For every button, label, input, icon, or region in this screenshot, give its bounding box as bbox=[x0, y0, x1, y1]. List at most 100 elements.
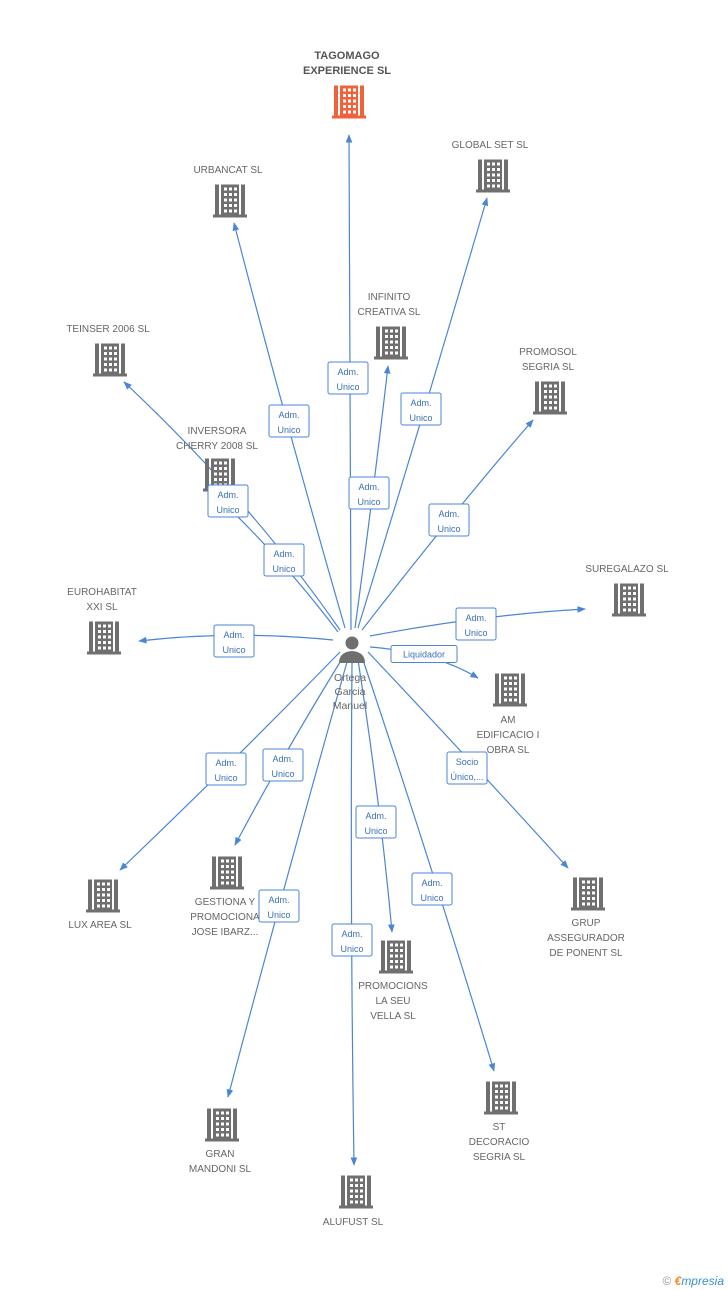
company-name-line: CREATIVA SL bbox=[358, 307, 421, 318]
edge-label-infinito[interactable]: Adm. Unico bbox=[348, 476, 390, 510]
edge-label-box bbox=[455, 607, 497, 641]
company-node-st[interactable]: ST DECORACIO SEGRIA SL bbox=[469, 1081, 530, 1164]
edge-label-text: Unico bbox=[272, 564, 295, 574]
company-name-line: GRUP bbox=[572, 918, 601, 929]
edge-label-text: Adm. bbox=[215, 758, 236, 768]
edge-label-text: Socio bbox=[456, 757, 479, 767]
company-name-line: SEGRIA SL bbox=[522, 362, 575, 373]
edge-label-box bbox=[348, 476, 390, 510]
edge-label-box bbox=[327, 361, 369, 395]
company-name-line: INFINITO bbox=[368, 292, 411, 303]
edge-label-box bbox=[390, 645, 458, 663]
copyright-symbol: © bbox=[662, 1274, 672, 1288]
edge-label-text: Unico bbox=[420, 893, 443, 903]
edge-label-luxarea[interactable]: Adm.Unico bbox=[205, 752, 247, 786]
edge-label-grup[interactable]: SocioÚnico,... bbox=[446, 751, 488, 785]
edge-label-text: Adm. bbox=[365, 811, 386, 821]
company-node-luxarea[interactable]: LUX AREA SL bbox=[68, 879, 132, 932]
company-name-line: GESTIONA Y bbox=[195, 897, 256, 908]
edge-label-globalset[interactable]: Adm.Unico bbox=[400, 392, 442, 426]
edge-label-text: Adm. bbox=[465, 613, 486, 623]
edge-label-text: Unico bbox=[340, 944, 363, 954]
company-node-suregalazo[interactable]: SUREGALAZO SL bbox=[585, 564, 669, 617]
edge-label-text: Unico bbox=[277, 425, 300, 435]
company-name-line: EXPERIENCE SL bbox=[303, 65, 391, 77]
company-node-teinser[interactable]: TEINSER 2006 SL bbox=[66, 324, 150, 377]
edge-label-box bbox=[400, 392, 442, 426]
edge-label-box bbox=[446, 751, 488, 785]
edge-label-text: Adm. bbox=[273, 549, 294, 559]
building-icon bbox=[533, 381, 567, 415]
edge-label-box bbox=[331, 923, 373, 957]
edge-label-box bbox=[262, 748, 304, 782]
edge-label-am[interactable]: Liquidador bbox=[390, 645, 458, 663]
company-name-line: LA SEU bbox=[375, 996, 410, 1007]
edge-label-gestiona[interactable]: Adm.Unico bbox=[262, 748, 304, 782]
company-node-promosol[interactable]: PROMOSOL SEGRIA SL bbox=[519, 347, 577, 415]
edge-alufust bbox=[350, 661, 358, 1166]
edge-label-urbancat[interactable]: Adm.Unico bbox=[268, 404, 310, 438]
edge-label-promocions[interactable]: Adm.Unico bbox=[355, 805, 397, 839]
building-icon bbox=[484, 1081, 518, 1115]
edge-label-alufust[interactable]: Adm.Unico bbox=[331, 923, 373, 957]
company-name-line: DECORACIO bbox=[469, 1137, 530, 1148]
edge-label-box bbox=[205, 752, 247, 786]
edge-label-text: Unico bbox=[216, 505, 239, 515]
company-name-line: ALUFUST SL bbox=[323, 1217, 384, 1228]
company-name-line: VELLA SL bbox=[370, 1011, 416, 1022]
company-node-gran[interactable]: GRAN MANDONI SL bbox=[189, 1108, 252, 1176]
company-node-urbancat[interactable]: URBANCAT SL bbox=[193, 165, 263, 218]
person-node[interactable]: Ortega Garcia Manuel bbox=[333, 636, 367, 713]
edge-label-text: Unico bbox=[437, 524, 460, 534]
company-name-line: TEINSER 2006 SL bbox=[66, 324, 150, 335]
building-icon bbox=[571, 877, 605, 911]
building-icon bbox=[93, 343, 127, 377]
company-name-line: LUX AREA SL bbox=[68, 920, 132, 931]
building-icon bbox=[612, 583, 646, 617]
building-icon bbox=[493, 673, 527, 707]
edge-label-st[interactable]: Adm. Unico bbox=[411, 872, 453, 906]
edge-label-teinser[interactable]: Adm.Unico bbox=[207, 484, 249, 518]
edges-layer bbox=[119, 134, 586, 1166]
edge-label-text: Adm. bbox=[223, 630, 244, 640]
company-name-line: CHERRY 2008 SL bbox=[176, 441, 258, 452]
edge-label-text: Adm. bbox=[272, 754, 293, 764]
edge-labels-layer: Adm.UnicoAdm.UnicoAdm.UnicoAdm.UnicoAdm.… bbox=[205, 361, 497, 957]
company-node-globalset[interactable]: GLOBAL SET SL bbox=[452, 140, 529, 193]
edge-gran bbox=[226, 661, 348, 1098]
edge-label-eurohabitat[interactable]: Adm.Unico bbox=[213, 624, 255, 658]
building-icon bbox=[205, 1108, 239, 1142]
company-name-line: SEGRIA SL bbox=[473, 1152, 526, 1163]
edge-label-text: Unico bbox=[357, 497, 380, 507]
company-name-line: PROMOSOL bbox=[519, 347, 577, 358]
company-name-line: ST bbox=[493, 1122, 506, 1133]
company-name-line: EDIFICACIO I bbox=[477, 730, 540, 741]
edge-label-promosol[interactable]: Adm.Unico bbox=[428, 503, 470, 537]
edge-label-inversora[interactable]: Adm. Unico bbox=[263, 543, 305, 577]
edge-label-suregalazo[interactable]: Adm.Unico bbox=[455, 607, 497, 641]
company-node-infinito[interactable]: INFINITO CREATIVA SL bbox=[358, 292, 421, 360]
footer-credit: © €mpresia bbox=[662, 1274, 724, 1288]
edge-label-text: Adm. bbox=[358, 482, 379, 492]
building-icon bbox=[476, 159, 510, 193]
building-icon bbox=[86, 879, 120, 913]
edge-st bbox=[362, 659, 496, 1072]
edge-label-text: Adm. bbox=[421, 878, 442, 888]
brand-logo-text[interactable]: mpresia bbox=[681, 1274, 724, 1288]
company-name-line: MANDONI SL bbox=[189, 1164, 252, 1175]
edge-label-tagomago[interactable]: Adm.Unico bbox=[327, 361, 369, 395]
edge-label-box bbox=[355, 805, 397, 839]
company-name-line: GRAN bbox=[206, 1149, 235, 1160]
edge-label-gran[interactable]: Adm.Unico bbox=[258, 889, 300, 923]
company-node-alufust[interactable]: ALUFUST SL bbox=[323, 1175, 384, 1229]
company-name-line: GLOBAL SET SL bbox=[452, 140, 529, 151]
